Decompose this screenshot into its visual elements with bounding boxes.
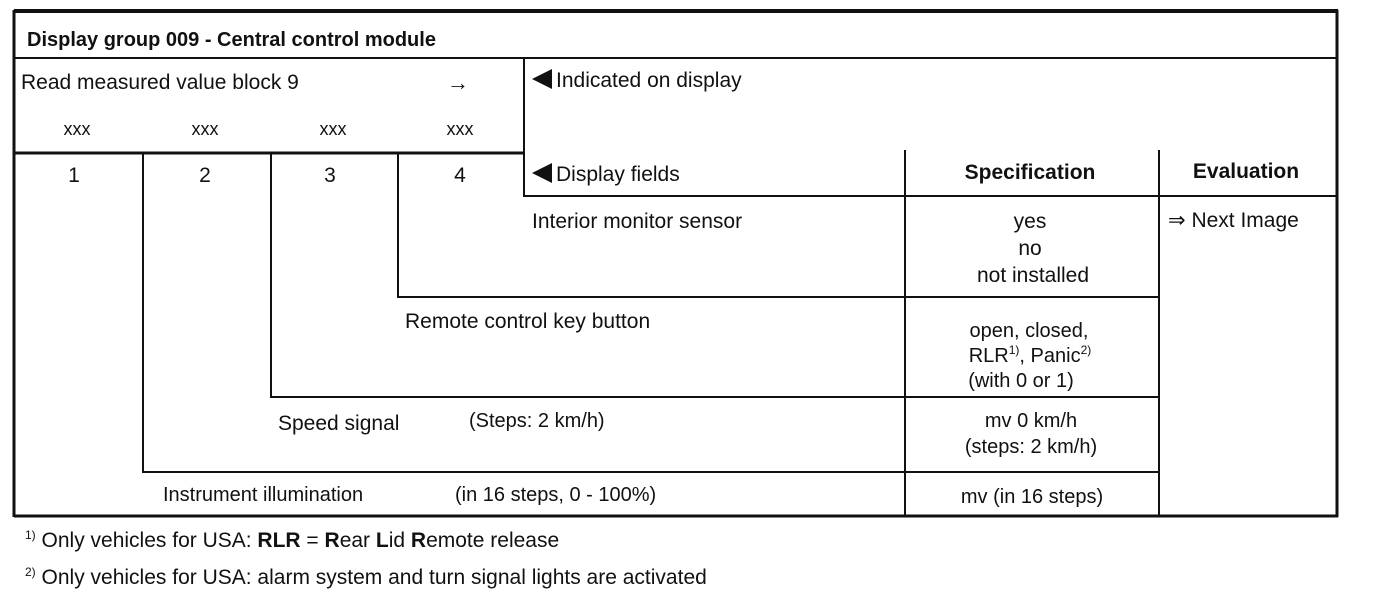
spec-panic: , Panic [1019,345,1081,367]
field-number-4: 4 [454,164,466,187]
spec-mv-0-kmh: mv 0 km/h [984,410,1078,432]
footnote-1-l: L [375,529,389,552]
footnote-1-ear: ear [339,529,376,552]
specification-heading: Specification [964,161,1096,184]
footnote-2: 2) Only vehicles for USA: alarm system a… [25,565,707,589]
footnote-1: 1) Only vehicles for USA: RLR = Rear Lid… [25,528,560,552]
footnote-1-r: R [324,529,340,552]
footnote-1-id: id [388,529,411,552]
spec-yes: yes [1013,210,1047,233]
row-instrument-illumination-name: Instrument illumination [163,484,364,506]
pointer-left-icon [532,69,552,90]
footnote-1-abbr: RLR [257,529,301,552]
footnote-2-text: Only vehicles for USA: alarm system and … [41,566,707,589]
right-arrow-icon: → [447,70,469,95]
footnote-1-emote: emote release [426,529,560,552]
row-speed-signal-steps: (Steps: 2 km/h) [469,410,605,432]
footnote-2-marker: 2) [25,565,36,579]
pointer-left-icon [532,163,552,184]
footnote-1-equals: = [300,529,325,552]
field-number-3: 3 [324,164,336,187]
spec-with-0-or-1: (with 0 or 1) [968,370,1074,392]
evaluation-note: ⇒ Next Image [1168,210,1299,231]
display-fields-heading: Display fields [532,163,680,186]
field-number-1: 1 [68,164,80,187]
row-remote-key-name: Remote control key button [405,310,651,333]
spec-open-closed: open, closed, [969,320,1089,342]
spec-not-installed: not installed [976,264,1090,287]
double-arrow-icon: ⇒ [1168,209,1186,232]
row-instrument-illumination-steps: (in 16 steps, 0 - 100%) [455,484,657,506]
table-title: Display group 009 - Central control modu… [27,29,436,51]
spec-no: no [1018,237,1042,260]
placeholder-2: xxx [191,119,219,139]
row-speed-signal-name: Speed signal [278,412,400,435]
indicated-label: Indicated on display [556,69,742,92]
field-number-2: 2 [199,164,211,187]
evaluation-heading: Evaluation [1192,160,1300,183]
display-fields-label: Display fields [556,163,680,186]
footnote-ref-2: 2) [1080,343,1092,357]
footnote-1-marker: 1) [25,528,36,542]
indicated-heading: Indicated on display [532,69,742,92]
placeholder-4: xxx [446,119,474,139]
spec-mv-16-steps: mv (in 16 steps) [960,486,1104,508]
footnote-1-r2: R [410,529,427,552]
next-image-label: Next Image [1191,209,1299,232]
footnote-ref-1: 1) [1008,343,1020,357]
spec-rlr-panic: RLR1), Panic2) [968,343,1092,367]
row-interior-monitor-name: Interior monitor sensor [532,210,743,233]
placeholder-3: xxx [319,119,347,139]
placeholder-1: xxx [63,119,91,139]
spec-steps-2-kmh: (steps: 2 km/h) [964,436,1098,458]
spec-rlr: RLR [968,345,1009,367]
read-block-label: Read measured value block 9 [21,71,299,94]
footnote-1-prefix: Only vehicles for USA: [41,529,258,552]
